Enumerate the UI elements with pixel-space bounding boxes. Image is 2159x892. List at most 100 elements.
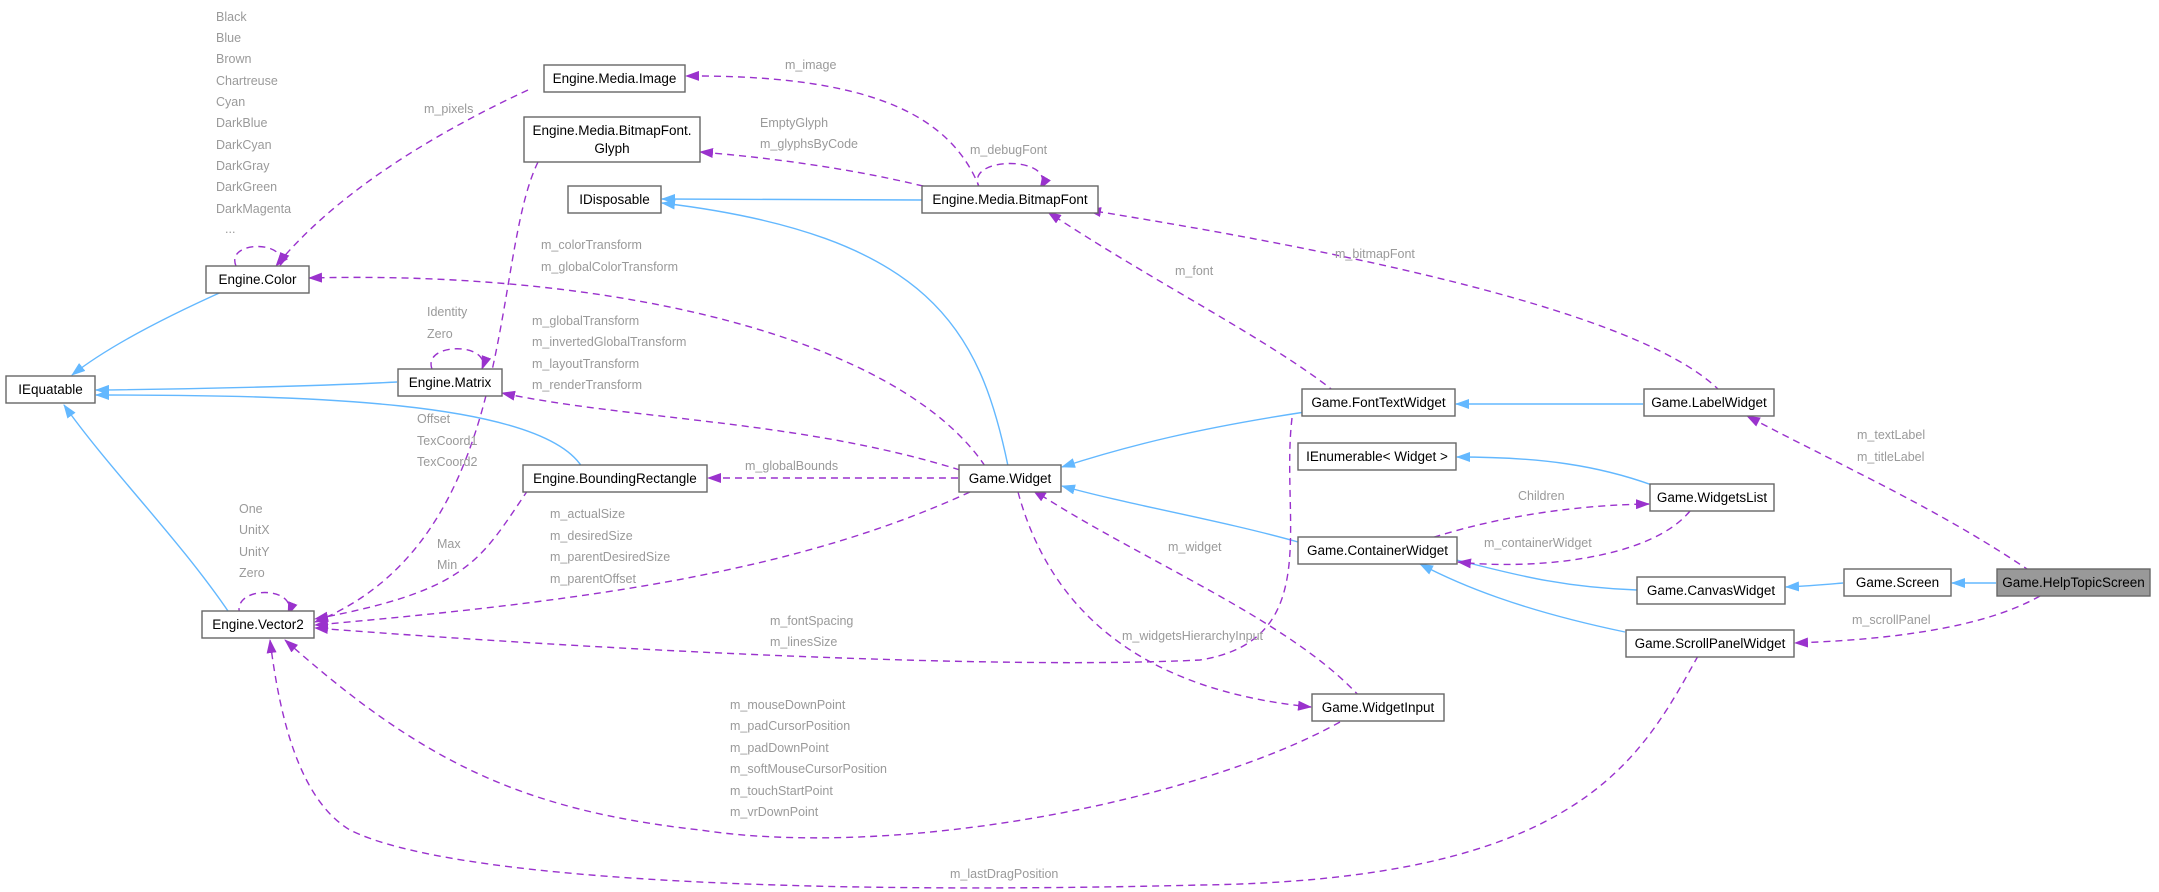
- edge-boundingrect-iequatable: [95, 390, 583, 468]
- label-m-font-spacing: m_fontSpacing: [770, 614, 853, 628]
- edge-image-color: [275, 89, 529, 267]
- edge-widgetinput-widget: [1032, 489, 1361, 698]
- node-iequatable[interactable]: IEquatable: [5, 375, 96, 404]
- node-widget-label: Game.Widget: [969, 471, 1052, 486]
- node-widgetinput-label: Game.WidgetInput: [1322, 700, 1435, 715]
- node-engine-media-bitmapfont-glyph[interactable]: Engine.Media.BitmapFont. Glyph: [523, 116, 701, 163]
- label-color-static-darkgreen: DarkGreen: [216, 180, 277, 194]
- edge-helptopicscreen-labelwidget: [1746, 415, 2031, 572]
- label-m-actual-size: m_actualSize: [550, 507, 625, 521]
- node-game-scrollpanelwidget[interactable]: Game.ScrollPanelWidget: [1625, 629, 1795, 658]
- node-ienumerable-widget[interactable]: IEnumerable< Widget >: [1297, 442, 1457, 471]
- usage-edges: [234, 70, 2041, 889]
- label-color-static-darkblue: DarkBlue: [216, 116, 267, 130]
- node-widgetslist-label: Game.WidgetsList: [1657, 490, 1768, 505]
- node-idisposable-label: IDisposable: [579, 192, 650, 207]
- label-m-parent-offset: m_parentOffset: [550, 572, 636, 586]
- node-engine-vector2[interactable]: Engine.Vector2: [201, 610, 315, 639]
- node-boundingrect-label: Engine.BoundingRectangle: [533, 471, 697, 486]
- node-ienumerable-label: IEnumerable< Widget >: [1306, 449, 1448, 464]
- inheritance-edges: [63, 194, 1996, 633]
- node-game-widgetinput[interactable]: Game.WidgetInput: [1311, 693, 1445, 722]
- node-matrix-label: Engine.Matrix: [409, 375, 492, 390]
- node-glyph-label-line2: Glyph: [594, 141, 629, 156]
- label-matrix-identity: Identity: [427, 305, 468, 319]
- edge-screen-canvaswidget: [1785, 581, 1844, 592]
- label-color-static-chartreuse: Chartreuse: [216, 74, 278, 88]
- edge-labelwidget-bitmapfont: [1087, 207, 1721, 392]
- label-max: Max: [437, 537, 461, 551]
- label-m-glyphs-by-code: m_glyphsByCode: [760, 137, 858, 151]
- label-color-static-ellipsis: ...: [225, 222, 235, 236]
- label-m-bitmap-font: m_bitmapFont: [1335, 247, 1415, 261]
- label-m-lines-size: m_linesSize: [770, 635, 837, 649]
- label-m-pad-down-point: m_padDownPoint: [730, 741, 829, 755]
- edge-bitmapfont-image: [685, 70, 981, 190]
- node-game-canvaswidget[interactable]: Game.CanvasWidget: [1636, 576, 1786, 605]
- label-m-desired-size: m_desiredSize: [550, 529, 633, 543]
- edge-widgetinput-vector2: [284, 639, 1341, 839]
- label-m-pixels: m_pixels: [424, 102, 473, 116]
- node-game-labelwidget[interactable]: Game.LabelWidget: [1643, 388, 1775, 417]
- node-game-screen[interactable]: Game.Screen: [1843, 568, 1952, 597]
- label-m-widgets-hierarchy-input: m_widgetsHierarchyInput: [1122, 629, 1264, 643]
- label-color-static-darkmagenta: DarkMagenta: [216, 202, 291, 216]
- label-m-last-drag-position: m_lastDragPosition: [950, 867, 1058, 881]
- node-color-label: Engine.Color: [218, 272, 297, 287]
- node-labelwidget-label: Game.LabelWidget: [1651, 395, 1767, 410]
- node-game-widgetslist[interactable]: Game.WidgetsList: [1649, 483, 1775, 512]
- node-engine-media-bitmapfont[interactable]: Engine.Media.BitmapFont: [921, 185, 1099, 214]
- node-engine-matrix[interactable]: Engine.Matrix: [397, 368, 503, 397]
- node-game-helptopicscreen[interactable]: Game.HelpTopicScreen: [1996, 568, 2151, 597]
- label-color-static-darkgray: DarkGray: [216, 159, 270, 173]
- label-m-inverted-global-transform: m_invertedGlobalTransform: [532, 335, 686, 349]
- node-glyph-label-line1: Engine.Media.BitmapFont.: [532, 123, 691, 138]
- node-iequatable-label: IEquatable: [18, 382, 83, 397]
- label-color-static-cyan: Cyan: [216, 95, 245, 109]
- edge-widget-idisposable: [661, 199, 1009, 467]
- edge-vector2-self: [238, 591, 298, 616]
- label-color-static-brown: Brown: [216, 52, 251, 66]
- edge-widget-vector2: [314, 491, 971, 629]
- label-m-container-widget: m_containerWidget: [1484, 536, 1592, 550]
- edge-matrix-self: [430, 348, 492, 370]
- label-matrix-zero: Zero: [427, 327, 453, 341]
- label-min: Min: [437, 558, 457, 572]
- edge-helptopicscreen-scrollpanel: [1794, 595, 2041, 648]
- edge-widget-matrix: [501, 390, 961, 471]
- edge-color-iequatable: [71, 289, 227, 376]
- edge-bitmapfont-idisposable: [661, 194, 923, 205]
- node-containerwidget-label: Game.ContainerWidget: [1307, 543, 1448, 558]
- edge-canvaswidget-containerwidget: [1439, 554, 1638, 591]
- node-engine-media-image[interactable]: Engine.Media.Image: [543, 64, 686, 93]
- label-color-static-darkcyan: DarkCyan: [216, 138, 272, 152]
- node-bitmapfont-label: Engine.Media.BitmapFont: [932, 192, 1088, 207]
- node-screen-label: Game.Screen: [1856, 575, 1939, 590]
- label-m-global-transform: m_globalTransform: [532, 314, 639, 328]
- label-m-render-transform: m_renderTransform: [532, 378, 642, 392]
- label-m-widget: m_widget: [1168, 540, 1222, 554]
- node-engine-color[interactable]: Engine.Color: [205, 265, 310, 294]
- edge-containerwidget-widgetslist: [1421, 499, 1650, 542]
- edge-widget-color: [308, 272, 986, 467]
- node-game-widget[interactable]: Game.Widget: [958, 464, 1062, 493]
- node-game-containerwidget[interactable]: Game.ContainerWidget: [1297, 536, 1458, 565]
- node-scrollpanelwidget-label: Game.ScrollPanelWidget: [1635, 636, 1786, 651]
- label-m-parent-desired-size: m_parentDesiredSize: [550, 550, 670, 564]
- node-fonttextwidget-label: Game.FontTextWidget: [1311, 395, 1446, 410]
- edge-fonttextwidget-bitmapfont: [1047, 211, 1336, 393]
- label-color-static-blue: Blue: [216, 31, 241, 45]
- label-m-touch-start-point: m_touchStartPoint: [730, 784, 833, 798]
- node-game-fonttextwidget[interactable]: Game.FontTextWidget: [1301, 388, 1456, 417]
- edge-color-self: [234, 245, 290, 267]
- label-m-font: m_font: [1175, 264, 1214, 278]
- label-children: Children: [1518, 489, 1565, 503]
- node-idisposable[interactable]: IDisposable: [567, 185, 662, 214]
- node-engine-boundingrectangle[interactable]: Engine.BoundingRectangle: [522, 464, 708, 493]
- label-m-color-transform: m_colorTransform: [541, 238, 642, 252]
- edge-bitmapfont-self: [976, 162, 1051, 190]
- edge-labels: Black Blue Brown Chartreuse Cyan DarkBlu…: [216, 10, 1931, 881]
- label-vector-unitx: UnitX: [239, 523, 270, 537]
- label-m-global-bounds: m_globalBounds: [745, 459, 838, 473]
